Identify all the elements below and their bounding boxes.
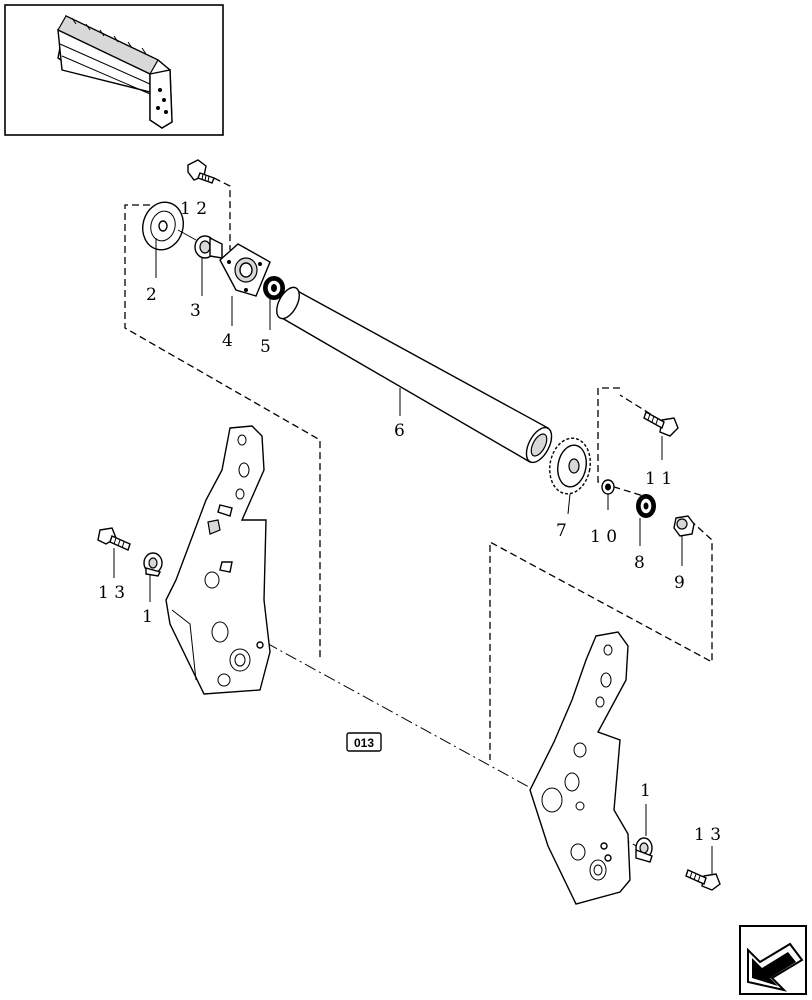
flange-disc-part-2[interactable] [137, 198, 197, 255]
callout-11: 1 1 [645, 469, 672, 489]
callout-7: 7 [556, 521, 567, 541]
callout-6: 6 [394, 421, 405, 441]
spacer-part-9[interactable] [673, 515, 695, 566]
callout-10: 1 0 [590, 527, 617, 547]
nut-part-1-left[interactable] [143, 552, 163, 602]
sprocket-part-7[interactable] [545, 435, 594, 515]
callout-1-left: 1 [142, 607, 153, 627]
callout-3: 3 [190, 301, 201, 321]
roller-part-6[interactable] [272, 284, 557, 467]
callout-2: 2 [146, 285, 157, 305]
callout-9: 9 [674, 573, 685, 593]
nut-part-1-right[interactable] [635, 804, 653, 863]
callout-1-right: 1 [640, 781, 651, 801]
dashed-grouping-lines [124, 177, 713, 760]
callout-13-right: 1 3 [694, 825, 721, 845]
bushing-part-3[interactable] [194, 235, 223, 259]
navigation-arrow-icon[interactable] [739, 925, 807, 995]
callout-12: 1 2 [180, 199, 207, 219]
thumbnail-inset[interactable] [4, 4, 224, 136]
thumbnail-roller-assembly-icon [57, 14, 173, 129]
callout-8: 8 [634, 553, 645, 573]
bolt-part-13-right[interactable] [685, 846, 721, 891]
bearing-housing-part-4[interactable] [219, 243, 271, 297]
bolt-part-12[interactable] [187, 159, 215, 184]
callout-5: 5 [260, 337, 271, 357]
callout-13-left: 1 3 [98, 583, 125, 603]
bolt-part-11[interactable] [643, 410, 679, 460]
reference-box-013[interactable]: 013 [346, 732, 382, 752]
left-side-plate[interactable] [165, 425, 271, 695]
right-side-plate[interactable] [529, 631, 631, 905]
washer-part-10[interactable] [601, 479, 615, 510]
bearing-part-5[interactable] [263, 276, 285, 300]
callout-4: 4 [222, 331, 233, 351]
reference-box-label: 013 [354, 736, 374, 750]
bearing-part-8[interactable] [636, 494, 656, 546]
bolt-part-13-left[interactable] [97, 527, 131, 578]
